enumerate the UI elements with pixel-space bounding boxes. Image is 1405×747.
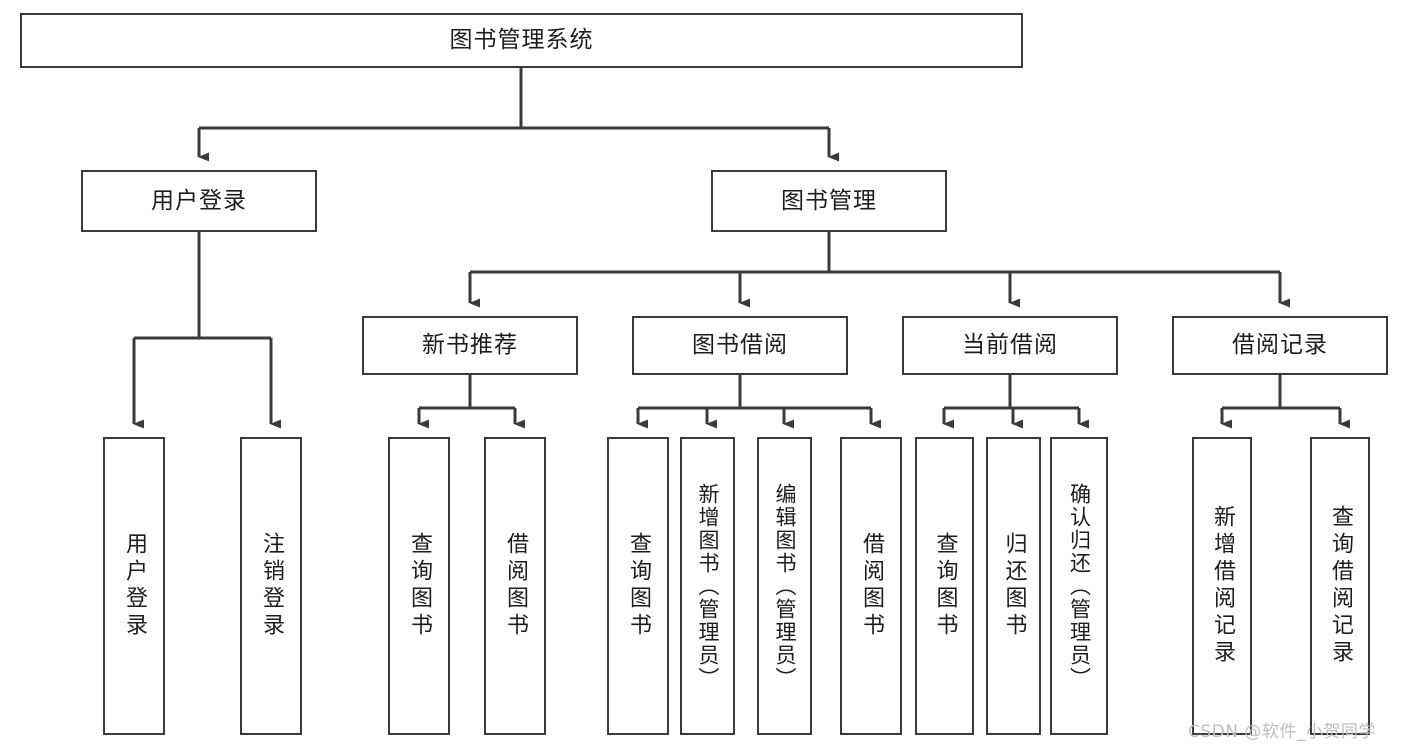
node-label: 编辑图书（管理员）: [773, 482, 797, 690]
node-label: 用户登录: [151, 187, 247, 214]
node-label: 图书管理: [781, 187, 877, 214]
node-leaf-query-book-b[interactable]: 查询图书: [607, 437, 669, 735]
node-label: 图书管理系统: [449, 27, 594, 54]
node-label: 新增图书（管理员）: [696, 482, 720, 690]
node-book-borrow[interactable]: 图书借阅: [632, 316, 848, 375]
node-label: 用户登录: [122, 532, 147, 640]
node-root-system[interactable]: 图书管理系统: [20, 13, 1023, 68]
node-label: 归还图书: [1001, 532, 1027, 640]
node-label: 图书借阅: [692, 332, 788, 359]
node-leaf-confirm-return-admin[interactable]: 确认归还（管理员）: [1050, 437, 1108, 735]
node-leaf-query-book-a[interactable]: 查询图书: [388, 437, 450, 735]
node-label: 查询借阅记录: [1328, 505, 1353, 667]
node-label: 借阅图书: [859, 532, 884, 640]
node-leaf-logout[interactable]: 注销登录: [240, 437, 302, 735]
node-new-book-recommend[interactable]: 新书推荐: [362, 316, 578, 375]
node-borrow-records[interactable]: 借阅记录: [1172, 316, 1388, 375]
node-label: 查询图书: [626, 532, 651, 640]
node-leaf-return-book[interactable]: 归还图书: [986, 437, 1041, 735]
node-label: 借阅记录: [1232, 332, 1328, 359]
node-label: 查询图书: [407, 532, 432, 640]
node-book-management[interactable]: 图书管理: [711, 170, 947, 232]
node-leaf-borrow-book-a[interactable]: 借阅图书: [484, 437, 546, 735]
node-user-login[interactable]: 用户登录: [81, 170, 317, 232]
node-label: 确认归还（管理员）: [1067, 482, 1092, 690]
node-label: 新增借阅记录: [1210, 505, 1235, 667]
node-label: 当前借阅: [962, 332, 1058, 359]
node-leaf-query-borrow-record[interactable]: 查询借阅记录: [1310, 437, 1370, 735]
node-leaf-add-borrow-record[interactable]: 新增借阅记录: [1192, 437, 1252, 735]
node-leaf-user-login[interactable]: 用户登录: [103, 437, 165, 735]
node-label: 查询图书: [932, 532, 958, 640]
node-label: 新书推荐: [422, 332, 518, 359]
node-label: 借阅图书: [503, 532, 528, 640]
node-leaf-add-book-admin[interactable]: 新增图书（管理员）: [680, 437, 735, 735]
node-leaf-query-book-c[interactable]: 查询图书: [915, 437, 974, 735]
node-current-borrow[interactable]: 当前借阅: [902, 316, 1118, 375]
node-leaf-edit-book-admin[interactable]: 编辑图书（管理员）: [757, 437, 812, 735]
csdn-watermark: CSDN @软件_小贺同学: [1188, 722, 1376, 742]
node-leaf-borrow-book-b[interactable]: 借阅图书: [840, 437, 902, 735]
node-label: 注销登录: [259, 532, 284, 640]
